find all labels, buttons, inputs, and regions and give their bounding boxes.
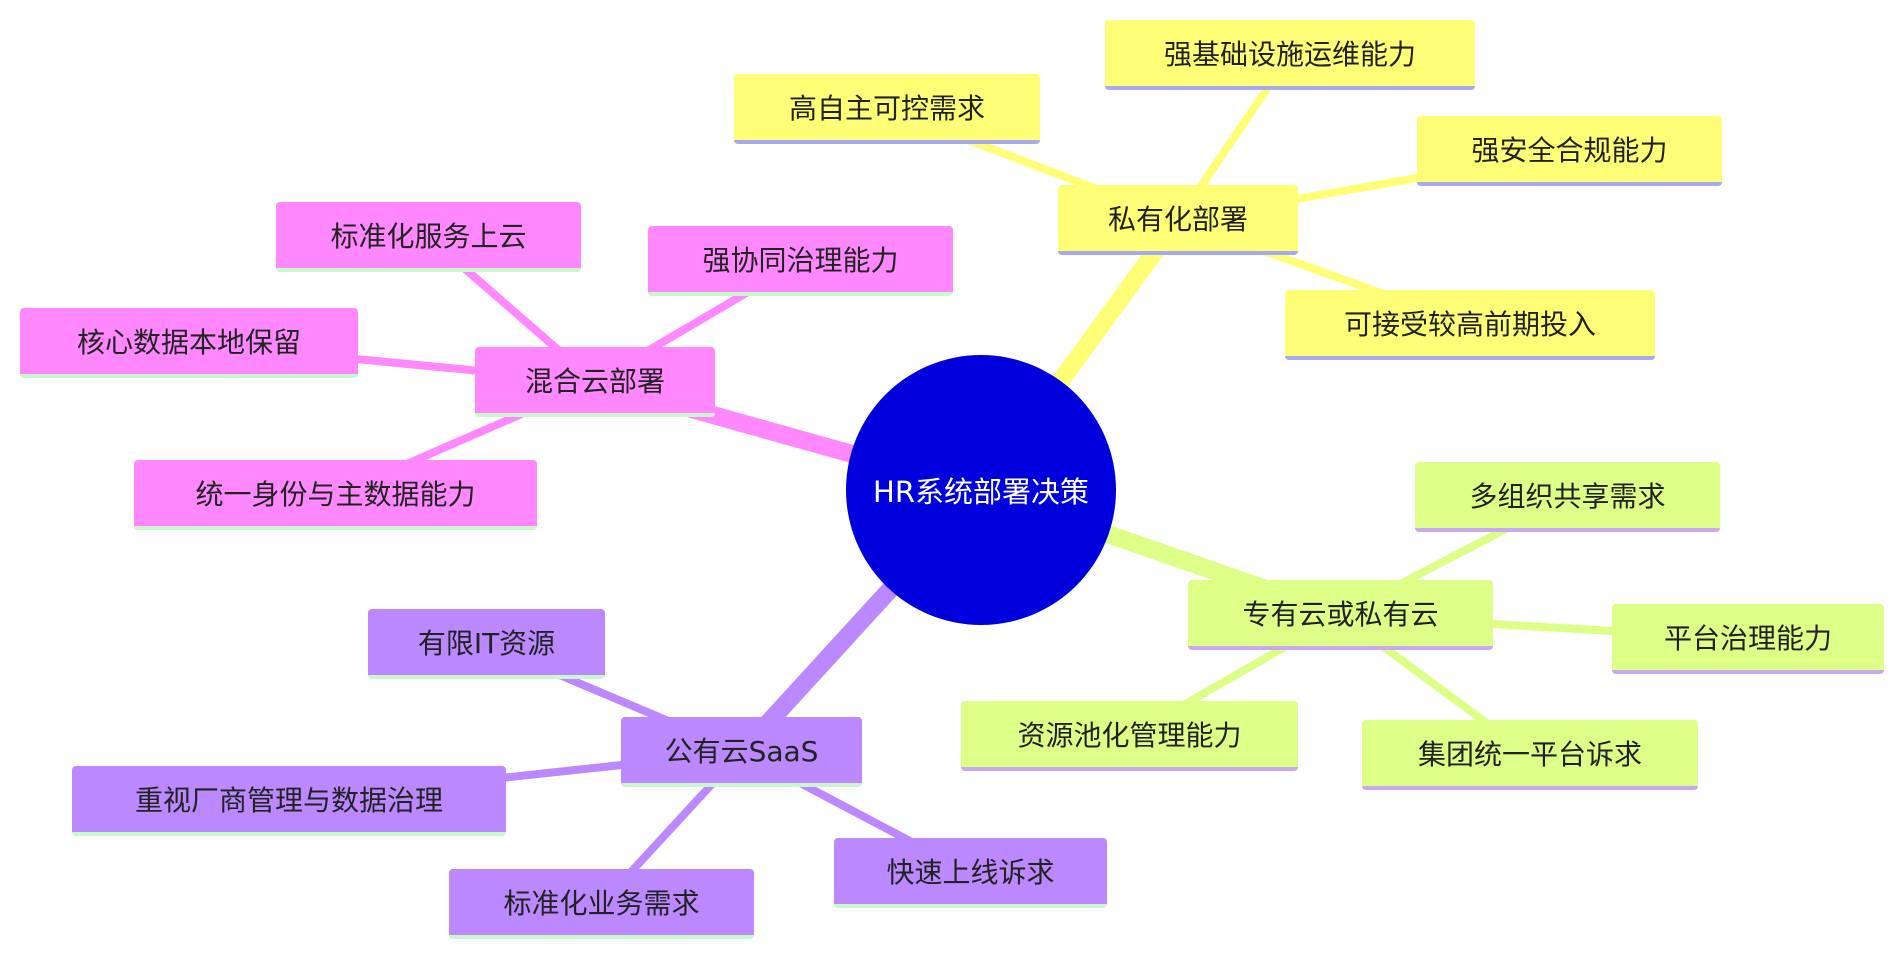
branch-label: 私有化部署 xyxy=(1107,203,1248,236)
leaf-upfront-investment[interactable]: 可接受较高前期投入 xyxy=(1285,290,1655,360)
leaf-vendor-data-governance[interactable]: 重视厂商管理与数据治理 xyxy=(72,766,506,836)
leaf-core-data-local[interactable]: 核心数据本地保留 xyxy=(20,308,358,378)
leaf-infra-ops[interactable]: 强基础设施运维能力 xyxy=(1105,20,1475,90)
leaf-collaborative-governance[interactable]: 强协同治理能力 xyxy=(648,226,953,296)
leaf-label: 核心数据本地保留 xyxy=(76,326,301,359)
leaf-label: 集团统一平台诉求 xyxy=(1417,738,1642,771)
branch-private-deployment[interactable]: 私有化部署 xyxy=(1058,185,1298,255)
leaf-label: 有限IT资源 xyxy=(417,627,556,660)
branch-hybrid-cloud[interactable]: 混合云部署 xyxy=(475,347,715,417)
leaf-limited-it-resources[interactable]: 有限IT资源 xyxy=(368,609,605,679)
leaf-resource-pooling[interactable]: 资源池化管理能力 xyxy=(961,701,1298,771)
leaf-high-autonomy[interactable]: 高自主可控需求 xyxy=(734,74,1040,144)
leaf-platform-governance[interactable]: 平台治理能力 xyxy=(1612,604,1884,674)
branch-label: 混合云部署 xyxy=(524,365,665,398)
center-node[interactable]: HR系统部署决策 xyxy=(846,355,1116,625)
leaf-label: 多组织共享需求 xyxy=(1469,480,1666,513)
branch-label: 公有云SaaS xyxy=(664,735,819,768)
branch-label: 专有云或私有云 xyxy=(1242,598,1439,631)
leaf-security-compliance[interactable]: 强安全合规能力 xyxy=(1417,116,1722,186)
leaf-label: 快速上线诉求 xyxy=(886,856,1055,889)
leaf-label: 标准化服务上云 xyxy=(330,220,527,253)
leaf-fast-launch[interactable]: 快速上线诉求 xyxy=(834,838,1107,908)
leaf-label: 强协同治理能力 xyxy=(702,244,899,277)
leaf-label: 强基础设施运维能力 xyxy=(1163,38,1416,71)
leaf-standard-services-cloud[interactable]: 标准化服务上云 xyxy=(276,202,581,272)
branch-dedicated-cloud[interactable]: 专有云或私有云 xyxy=(1188,580,1493,650)
leaf-label: 标准化业务需求 xyxy=(503,887,700,920)
leaf-label: 可接受较高前期投入 xyxy=(1343,308,1596,341)
leaf-multi-org-sharing[interactable]: 多组织共享需求 xyxy=(1415,462,1720,532)
leaf-label: 重视厂商管理与数据治理 xyxy=(134,784,443,817)
center-label: HR系统部署决策 xyxy=(873,475,1089,509)
leaf-label: 资源池化管理能力 xyxy=(1017,719,1242,752)
branch-public-saas[interactable]: 公有云SaaS xyxy=(621,717,862,787)
leaf-standard-business[interactable]: 标准化业务需求 xyxy=(449,869,754,939)
leaf-label: 高自主可控需求 xyxy=(788,92,985,125)
leaf-unified-identity-mdm[interactable]: 统一身份与主数据能力 xyxy=(134,460,537,530)
leaf-label: 统一身份与主数据能力 xyxy=(195,478,476,511)
leaf-group-unified-platform[interactable]: 集团统一平台诉求 xyxy=(1362,720,1698,790)
leaf-label: 强安全合规能力 xyxy=(1471,134,1668,167)
leaf-label: 平台治理能力 xyxy=(1663,622,1832,655)
